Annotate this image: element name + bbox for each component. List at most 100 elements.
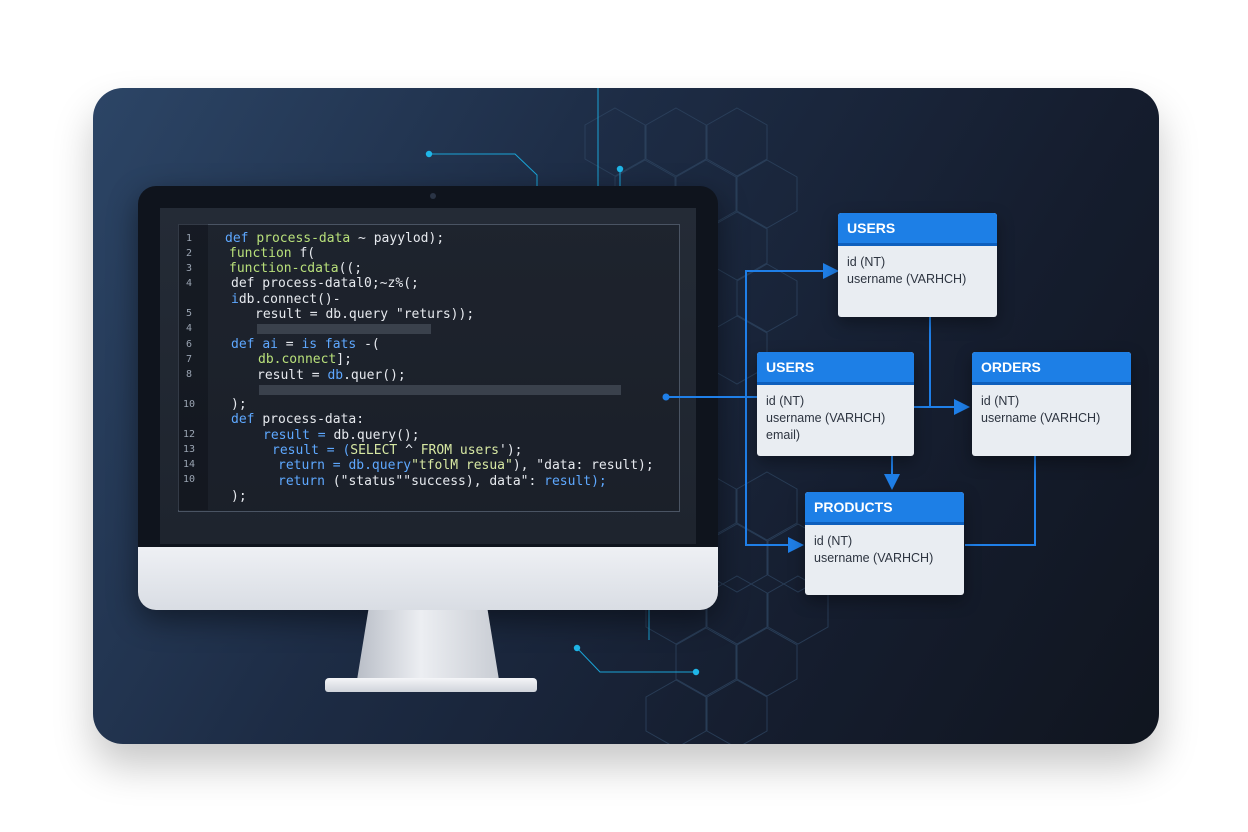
table-field: id (NT) xyxy=(766,394,805,408)
connector-to-users-top xyxy=(745,263,839,397)
line-number: 12 xyxy=(182,429,196,440)
code-token: function xyxy=(229,246,300,261)
code-line: def process-data ~ payylod); xyxy=(225,231,444,246)
code-line: def process-datal0;~z%(; xyxy=(231,276,419,291)
monitor-base xyxy=(325,678,537,692)
line-number: 5 xyxy=(185,308,193,319)
code-token: "success), xyxy=(403,474,490,489)
code-line: def ai = is fats -( xyxy=(231,337,380,352)
table-field: id (NT) xyxy=(981,394,1020,408)
code-line: def process-data: xyxy=(231,412,364,427)
code-line: ); xyxy=(231,489,247,504)
code-line: ); xyxy=(231,397,247,412)
line-number: 3 xyxy=(185,263,193,274)
connector-to-products xyxy=(745,397,804,553)
code-token: '); xyxy=(499,443,523,458)
code-token: return xyxy=(278,474,333,489)
monitor-screen xyxy=(160,208,696,544)
code-line: result = (SELECT ^ FROM users'); xyxy=(272,443,523,458)
code-token: process-data: xyxy=(262,412,365,427)
code-token: ); xyxy=(231,397,247,412)
table-field: username (VARHCH) xyxy=(981,411,1101,425)
code-token: i xyxy=(231,292,239,307)
code-token: result = db.query "returs)); xyxy=(255,307,475,322)
table-field: username (VARHCH) xyxy=(766,411,886,425)
table-field: id (NT) xyxy=(847,255,886,269)
code-token: ("status" xyxy=(332,474,404,489)
code-token: l0;~z%(; xyxy=(356,276,419,291)
code-token: result = xyxy=(257,368,328,383)
line-number: 8 xyxy=(185,369,193,380)
table-field: username (VARHCH) xyxy=(814,551,934,565)
line-number: 10 xyxy=(182,399,196,410)
code-line: function f( xyxy=(229,246,315,261)
code-token: ai xyxy=(262,337,278,352)
monitor-chin xyxy=(138,547,718,610)
table-users-top[interactable]: USERS id (NT) username (VARHCH) xyxy=(838,213,997,317)
line-number: 7 xyxy=(185,354,193,365)
code-token: data": xyxy=(489,474,545,489)
code-token: db.connect xyxy=(258,352,337,367)
code-token: "tfolM resua" xyxy=(411,458,513,473)
code-token: result); xyxy=(544,474,607,489)
line-number: 14 xyxy=(182,459,196,470)
table-products[interactable]: PRODUCTS id (NT) username (VARHCH) xyxy=(805,492,964,595)
code-line: result = db.quer(); xyxy=(257,368,406,383)
code-token: def xyxy=(231,412,263,427)
line-number: 1 xyxy=(185,233,193,244)
code-token: ); xyxy=(231,489,247,504)
connector-orders-products xyxy=(965,456,1036,546)
camera-icon xyxy=(430,193,436,199)
code-token: SELECT xyxy=(350,443,398,458)
code-line: result = db.query "returs)); xyxy=(255,307,474,322)
code-line: db.connect]; xyxy=(258,352,352,367)
code-token: ), "data: result); xyxy=(512,458,654,473)
code-token: function-cdata xyxy=(229,261,339,276)
table-orders[interactable]: ORDERS id (NT) username (VARHCH) xyxy=(972,352,1131,456)
code-token: db.query xyxy=(348,458,412,473)
line-number-gutter xyxy=(178,224,208,510)
code-token: result = ( xyxy=(272,443,351,458)
table-title: PRODUCTS xyxy=(805,492,964,525)
code-token: db.connect()- xyxy=(238,292,341,307)
code-line: function-cdata((; xyxy=(229,261,362,276)
code-token: db.query(); xyxy=(333,428,420,443)
code-token: = xyxy=(277,337,302,352)
table-field: email) xyxy=(766,428,801,442)
code-placeholder-bar xyxy=(257,324,431,334)
table-field: id (NT) xyxy=(814,534,853,548)
connector-users-orders xyxy=(929,317,970,415)
table-title: USERS xyxy=(838,213,997,246)
monitor-stand xyxy=(357,610,499,680)
code-token: def xyxy=(231,337,263,352)
code-token: ~ payylod); xyxy=(350,231,445,246)
code-token: FROM users xyxy=(420,443,500,458)
table-title: ORDERS xyxy=(972,352,1131,385)
connector-node xyxy=(662,393,670,401)
code-placeholder-bar xyxy=(259,385,621,395)
line-number: 13 xyxy=(182,444,196,455)
code-token: ]; xyxy=(336,352,352,367)
code-token: .quer(); xyxy=(343,368,406,383)
code-token: is fats xyxy=(301,337,357,352)
line-number: 10 xyxy=(182,474,196,485)
code-line: result = db.query(); xyxy=(263,428,420,443)
code-token: ((; xyxy=(338,261,363,276)
line-number: 4 xyxy=(185,278,193,289)
table-field: username (VARHCH) xyxy=(847,272,967,286)
table-title: USERS xyxy=(757,352,914,385)
code-token: process-data xyxy=(256,231,351,246)
code-token: db xyxy=(327,368,344,383)
code-line: return = db.query"tfolM resua"), "data: … xyxy=(278,458,654,473)
table-users-mid[interactable]: USERS id (NT) username (VARHCH) email) xyxy=(757,352,914,456)
code-token: f( xyxy=(299,246,316,261)
code-token: return = xyxy=(278,458,349,473)
code-token: -( xyxy=(356,337,380,352)
code-token: def process-data xyxy=(231,276,357,291)
code-line: idb.connect()- xyxy=(231,292,341,307)
line-number: 6 xyxy=(185,339,193,350)
code-token: def xyxy=(225,231,257,246)
line-number: 2 xyxy=(185,248,193,259)
code-line: return ("status""success), data": result… xyxy=(278,474,607,489)
